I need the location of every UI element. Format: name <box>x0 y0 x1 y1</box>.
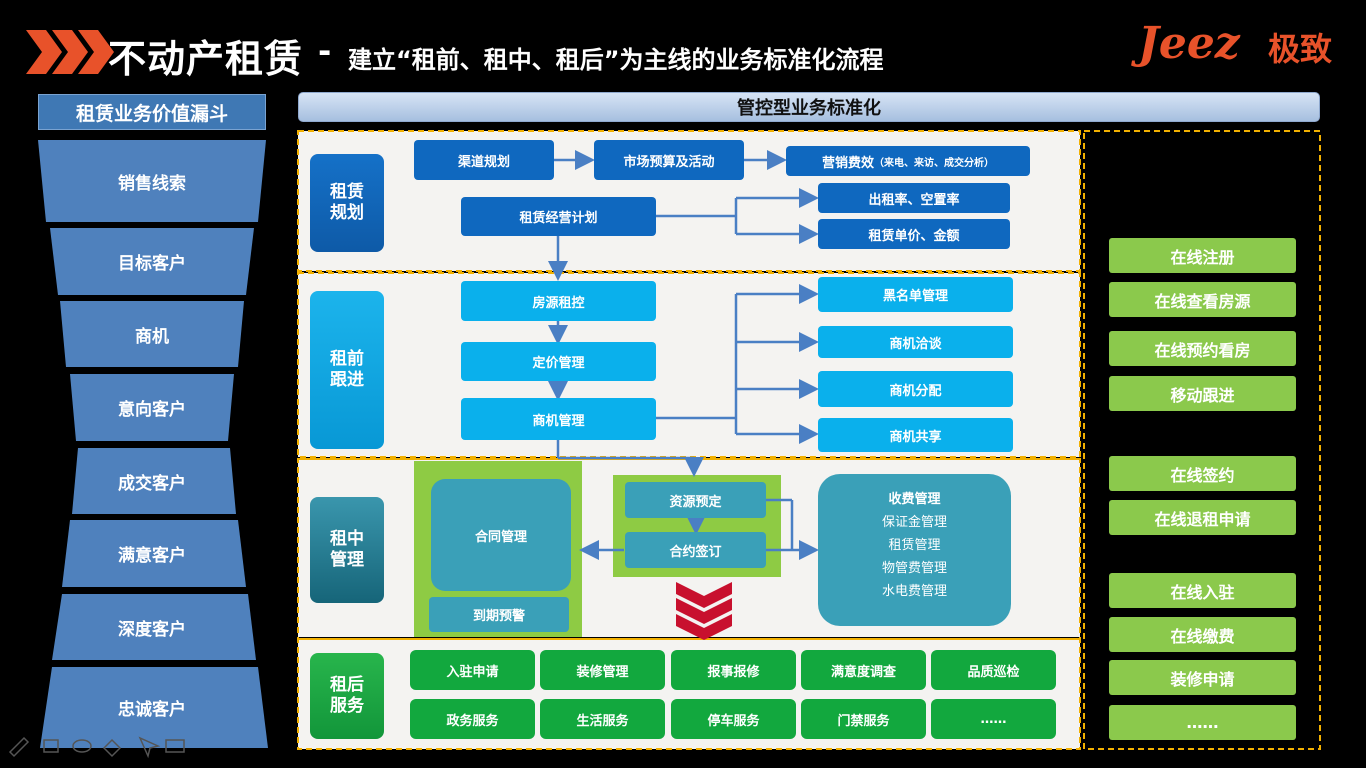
online-button[interactable]: 在线缴费 <box>1109 617 1296 652</box>
section-label-planning: 租赁 规划 <box>310 154 384 252</box>
section-label-pre-lease: 租前 跟进 <box>310 291 384 449</box>
box-marketing-effectiveness[interactable]: 营销费效（来电、来访、成交分析） <box>786 146 1030 176</box>
page-title: 不动产租赁 <box>108 37 304 81</box>
funnel-segment <box>60 301 244 367</box>
fee-item: 保证金管理 <box>881 515 947 530</box>
box-channel-planning[interactable]: 渠道规划 <box>414 140 554 180</box>
online-button[interactable]: 在线退租申请 <box>1109 500 1296 535</box>
brand-logo-cn: 极致 <box>1268 30 1333 68</box>
box-pricing[interactable]: 定价管理 <box>461 342 656 381</box>
funnel-item: 成交客户 <box>118 473 186 494</box>
fee-item: 水电费管理 <box>881 584 947 599</box>
box-market-budget[interactable]: 市场预算及活动 <box>594 140 744 180</box>
box-room-control[interactable]: 房源租控 <box>461 281 656 321</box>
online-button[interactable]: 在线入驻 <box>1109 573 1296 608</box>
box-fee-management[interactable]: 收费管理 保证金管理 租赁管理 物管费管理 水电费管理 <box>818 474 1011 626</box>
box-occupancy[interactable]: 出租率、空置率 <box>818 183 1010 213</box>
service-box[interactable]: 政务服务 <box>410 699 535 739</box>
band-title: 管控型业务标准化 <box>298 92 1320 122</box>
funnel-item: 销售线索 <box>118 173 186 194</box>
box-lease-plan[interactable]: 租赁经营计划 <box>461 197 656 236</box>
box-signing[interactable]: 合约签订 <box>625 532 766 568</box>
service-box[interactable]: 生活服务 <box>540 699 665 739</box>
funnel-item: 满意客户 <box>118 546 186 566</box>
section-label-in-lease: 租中 管理 <box>310 497 384 603</box>
marketing-eff-label: 营销费效 <box>821 155 874 171</box>
box-allocation[interactable]: 商机分配 <box>818 371 1013 407</box>
box-blacklist[interactable]: 黑名单管理 <box>818 277 1013 312</box>
fee-item: 物管费管理 <box>881 561 947 576</box>
box-sharing[interactable]: 商机共享 <box>818 418 1013 452</box>
online-button[interactable]: 装修申请 <box>1109 660 1296 695</box>
fee-item: 租赁管理 <box>888 538 941 553</box>
funnel-item: 深度客户 <box>118 619 186 640</box>
section-label-post-lease: 租后 服务 <box>310 653 384 739</box>
funnel-segment <box>38 140 266 222</box>
slide-toolbar-icons <box>8 736 185 759</box>
box-unit-price[interactable]: 租赁单价、金额 <box>818 219 1010 249</box>
service-box[interactable]: 报事报修 <box>671 650 796 690</box>
service-box[interactable]: 品质巡检 <box>931 650 1056 690</box>
service-box[interactable]: 入驻申请 <box>410 650 535 690</box>
funnel-segment <box>62 520 246 587</box>
funnel-item: 商机 <box>135 326 169 347</box>
box-reserve[interactable]: 资源预定 <box>625 482 766 518</box>
title-separator: - <box>318 32 332 70</box>
chevron-logo-icon <box>26 30 114 74</box>
online-button[interactable]: 移动跟进 <box>1109 376 1296 411</box>
service-box[interactable]: 满意度调查 <box>801 650 926 690</box>
box-negotiation[interactable]: 商机洽谈 <box>818 326 1013 358</box>
brand-logo: Jeez <box>1138 18 1240 69</box>
online-button[interactable]: 在线查看房源 <box>1109 282 1296 317</box>
online-button[interactable]: 在线注册 <box>1109 238 1296 273</box>
funnel-segment <box>40 667 268 748</box>
page-subtitle: 建立“租前、租中、租后”为主线的业务标准化流程 <box>348 46 884 74</box>
service-box[interactable]: 装修管理 <box>540 650 665 690</box>
fee-title: 收费管理 <box>888 492 941 507</box>
funnel-segment <box>72 448 236 514</box>
box-contract[interactable]: 合同管理 <box>431 479 571 591</box>
service-box[interactable]: 门禁服务 <box>801 699 926 739</box>
box-expiry-warning[interactable]: 到期预警 <box>429 597 569 632</box>
funnel-item: 意向客户 <box>118 400 186 420</box>
down-chevrons-icon <box>676 582 732 640</box>
online-button[interactable]: 在线预约看房 <box>1109 331 1296 366</box>
service-box[interactable]: …… <box>931 699 1056 739</box>
funnel-item: 忠诚客户 <box>118 700 186 720</box>
marketing-eff-note: （来电、来访、成交分析） <box>874 157 994 169</box>
funnel-item: 目标客户 <box>118 254 186 274</box>
funnel-segment <box>52 594 256 660</box>
online-button[interactable]: 在线签约 <box>1109 456 1296 491</box>
box-opportunity[interactable]: 商机管理 <box>461 398 656 440</box>
funnel-segment <box>70 374 234 441</box>
online-button[interactable]: …… <box>1109 705 1296 740</box>
funnel-title: 租赁业务价值漏斗 <box>38 94 266 130</box>
service-box[interactable]: 停车服务 <box>671 699 796 739</box>
funnel-segment <box>50 228 254 295</box>
